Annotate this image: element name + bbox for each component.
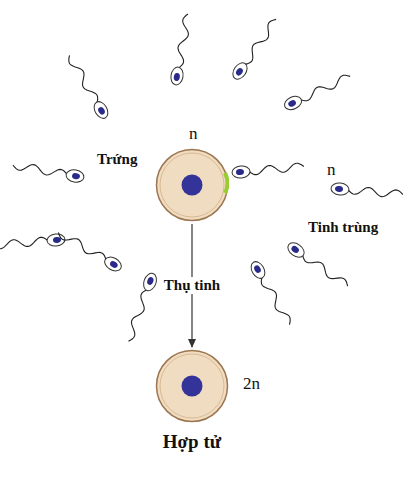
sperm-head [102,254,124,273]
sperm-tail [303,255,348,287]
sperm-tail [348,188,403,197]
sperm-head [285,240,307,260]
egg-cell: nTrứng [155,148,229,222]
sperm-label: Tinh trùng [308,219,378,236]
cell-outline [155,148,229,222]
sperm-tail [13,165,67,175]
sperm-head [91,99,110,121]
sperm-head [232,165,251,179]
sperm-tail [261,277,290,325]
sperm-head [331,182,350,196]
sperm-head [170,66,185,86]
sperm-head [65,169,85,184]
ploidy-label: n [327,160,336,180]
cell-name: Hợp tử [163,431,221,453]
zygote-cell: 2nHợp tử [155,349,229,423]
edge-label: Thụ tinh [162,277,222,294]
sperm-tail [245,19,277,64]
cell-outline [155,349,229,423]
sperm-head [248,259,267,281]
sperm-tail [249,163,304,174]
sperm-head [230,60,250,82]
sperm-tail [58,233,106,261]
sperm-head [282,94,303,112]
ploidy-label: 2n [243,374,260,394]
sperm-tail [129,290,148,342]
cell-name: Trứng [97,151,137,168]
ploidy-label: n [189,124,198,144]
sperm-head [141,271,158,292]
sperm-tail [300,75,350,101]
sperm-tail [178,14,188,68]
sperm-tail [0,237,48,248]
sperm-tail [69,55,98,103]
